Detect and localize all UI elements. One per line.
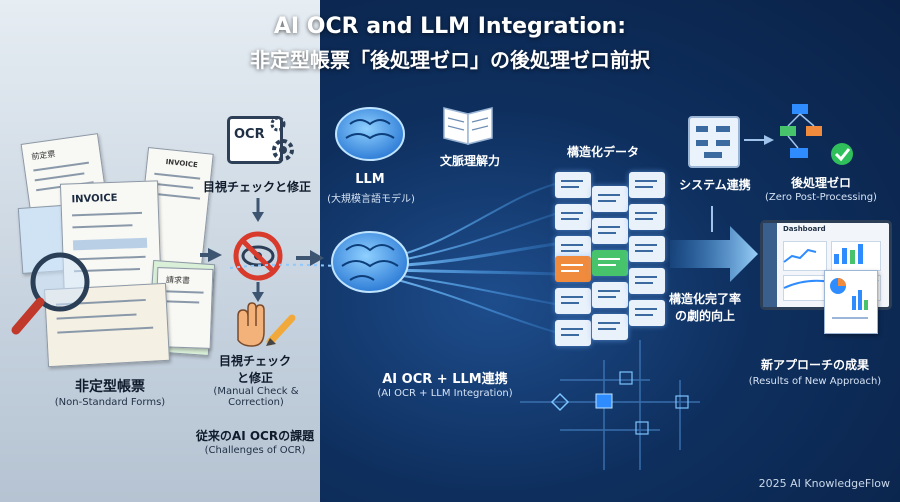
forms-label: 非定型帳票 [75,379,145,395]
challenges-label: 従来のAI OCRの課題 [195,429,315,443]
ocr-text: OCR [234,127,265,142]
title-line-1: AI OCR and LLM Integration: [273,14,627,39]
paper-heading: 前定票 [30,149,56,162]
structured-data-label: 構造化データ [566,145,639,159]
paper-heading: 請求書 [165,275,191,286]
results-sublabel: (Results of New Approach) [748,376,882,387]
invoice-heading: INVOICE [71,192,118,206]
integration-sublabel: (AI OCR + LLM Integration) [377,388,513,399]
rate-label: 構造化完了率 の劇的向上 [668,292,741,323]
check-label-mid: 目視チェック と修正 [218,354,291,385]
paper-sheet [44,282,170,368]
results-label: 新アプローチの成果 [760,358,869,372]
integration-label: AI OCR + LLM連携 [382,372,508,387]
footer-credit: 2025 AI KnowledgeFlow [758,477,890,490]
forms-sublabel: (Non-Standard Forms) [54,397,166,408]
dashboard-title: Dashboard [783,225,826,233]
check-label-top: 目視チェックと修正 [202,180,311,194]
llm-sublabel: (大規模言語モデル) [327,194,415,205]
system-integration-label: システム連携 [679,178,751,192]
paper-heading: INVOICE [165,157,199,170]
zero-sublabel: (Zero Post-Processing) [765,192,877,203]
ocr-gear-icon: OCR [227,116,283,164]
flowchart-icon [688,116,740,168]
challenges-sublabel: (Challenges of OCR) [204,445,306,456]
context-label: 文脈理解力 [439,154,500,168]
zero-label: 後処理ゼロ [790,176,851,190]
check-sublabel: (Manual Check & Correction) [213,386,299,408]
title-line-2: 非定型帳票「後処理ゼロ」の後処理ゼロ前択 [250,48,650,72]
llm-label: LLM [355,172,385,187]
report-sheet [824,270,878,334]
